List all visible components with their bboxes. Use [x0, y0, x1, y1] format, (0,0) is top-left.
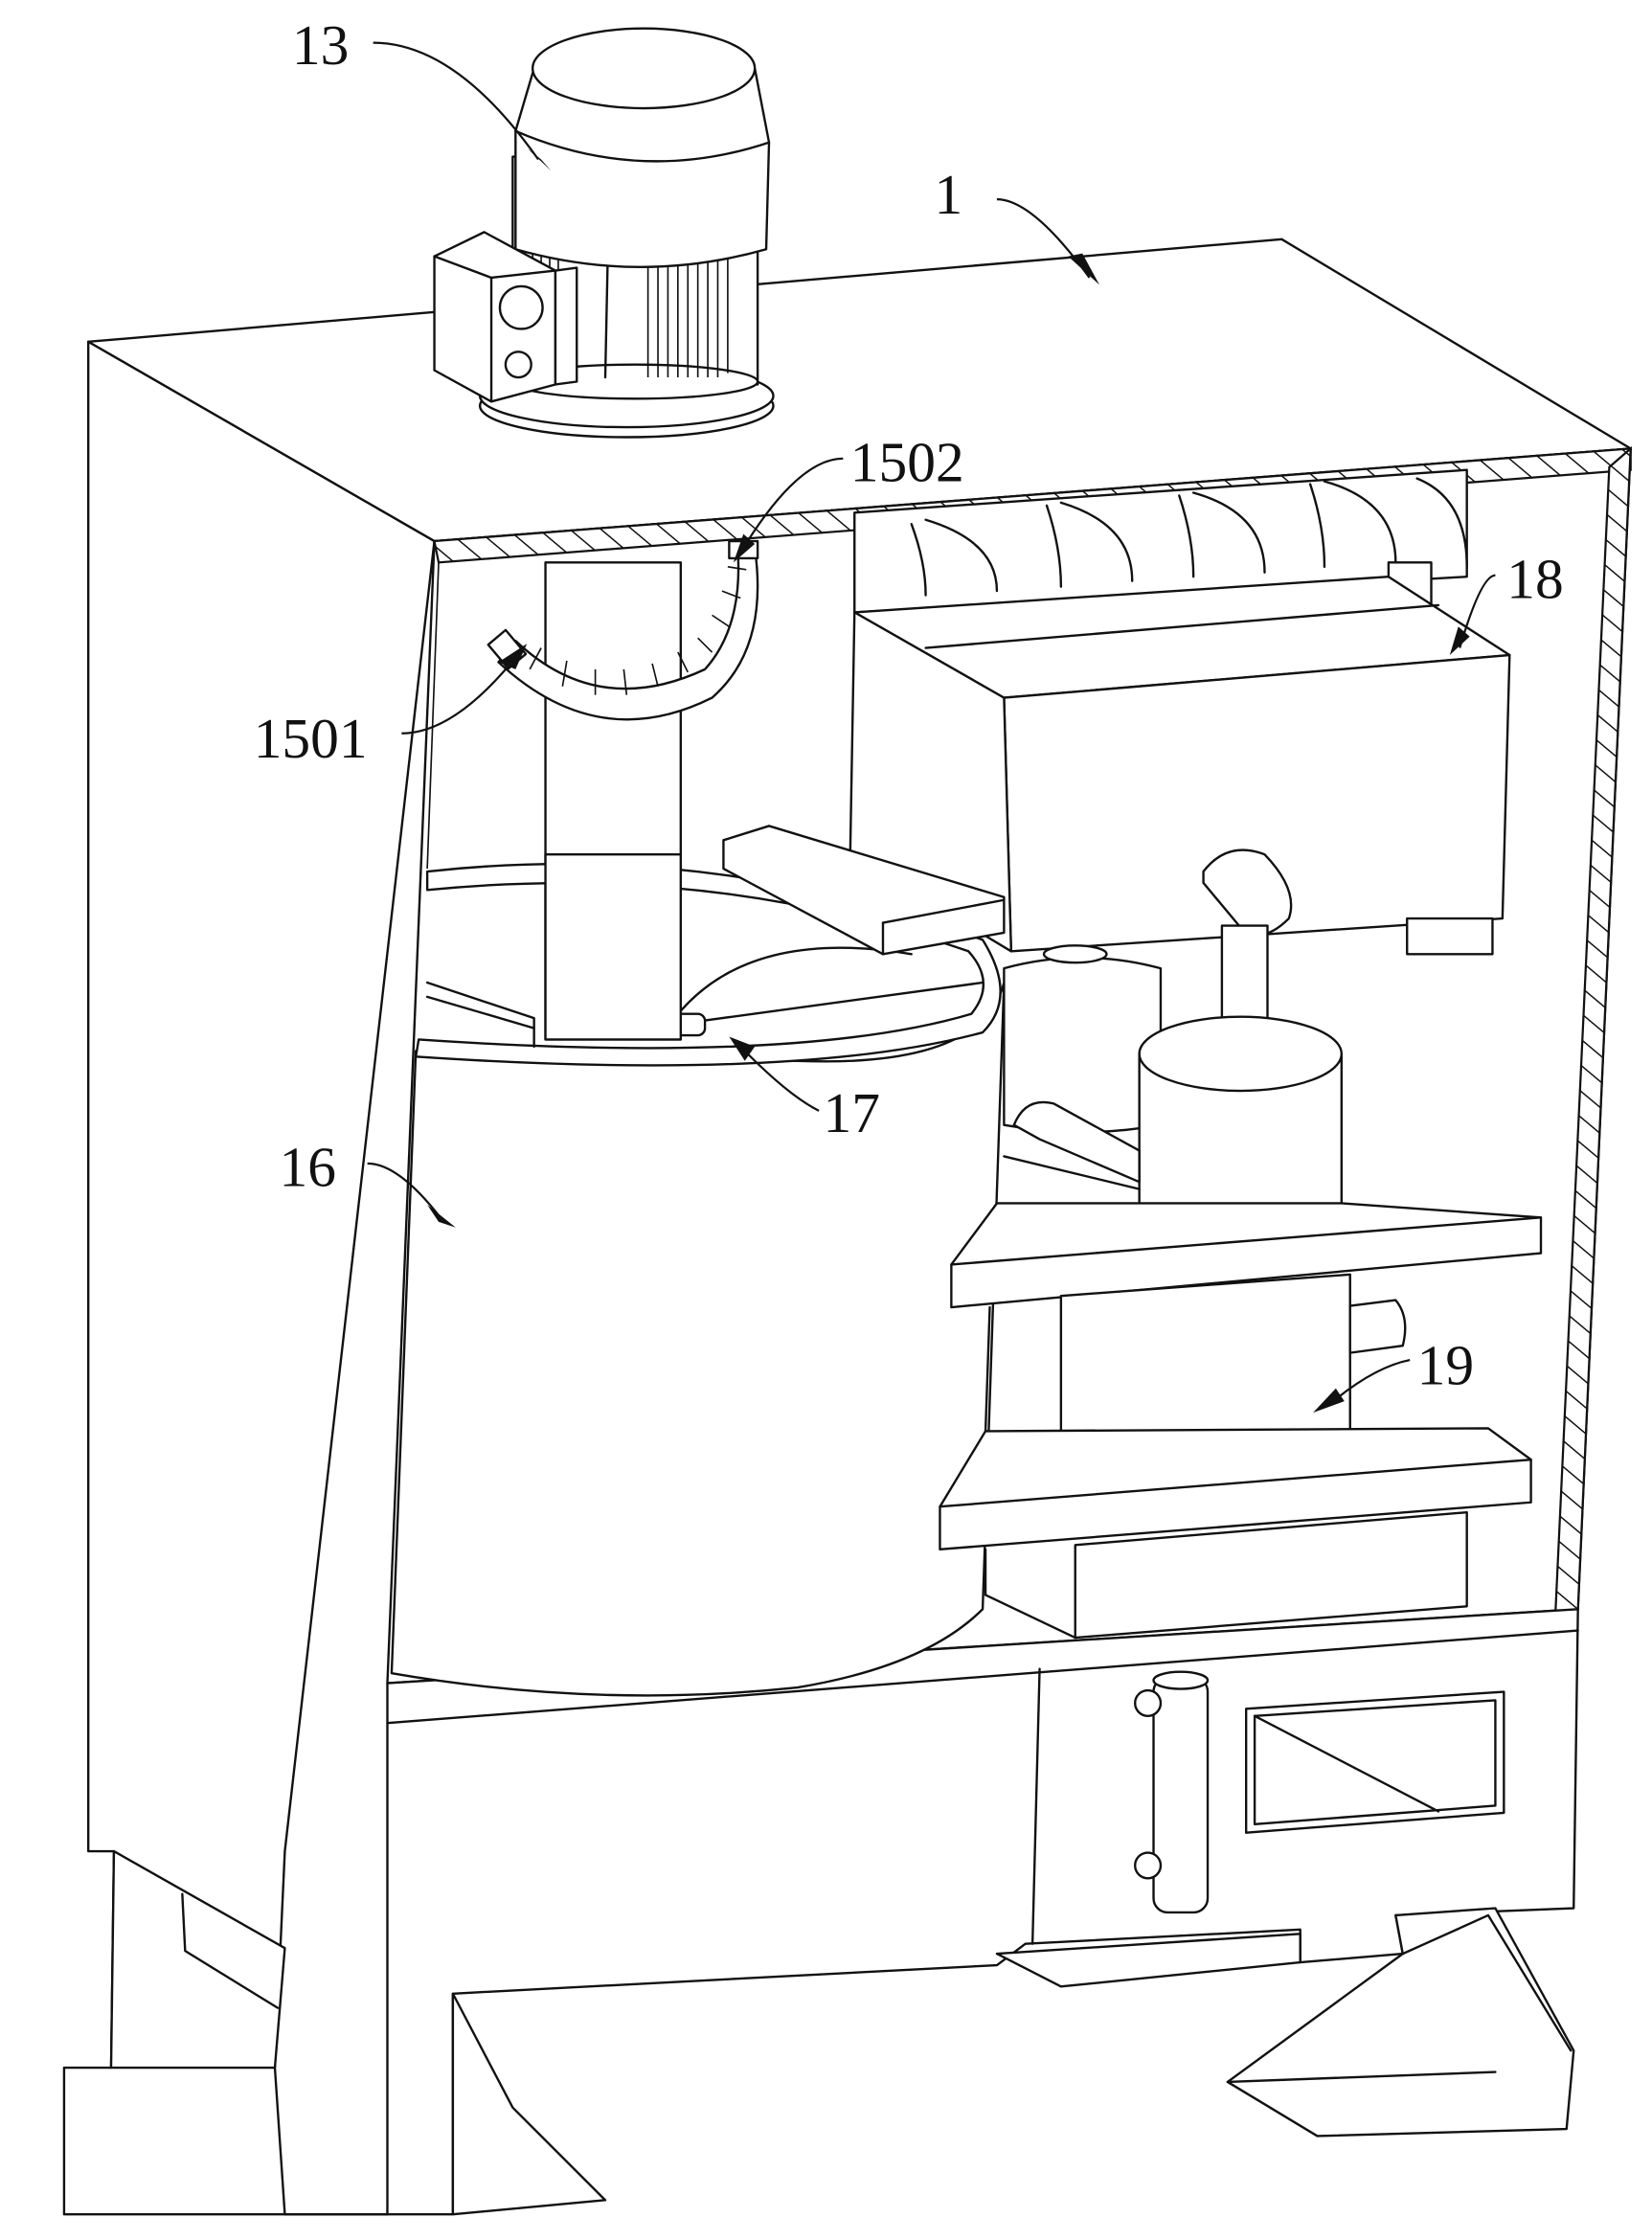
leader-13	[373, 41, 540, 161]
dust-collector	[722, 576, 1511, 1134]
label-16: 16	[279, 1136, 335, 1199]
front-left-foot	[451, 1992, 607, 2216]
back-foot	[995, 1933, 1301, 1988]
motor	[433, 27, 775, 439]
terminal-port-small	[504, 351, 532, 379]
arrow-18	[1449, 626, 1470, 656]
tank-body	[390, 981, 1006, 1697]
leader-1501	[401, 651, 521, 735]
label-1501: 1501	[254, 707, 368, 770]
leader-17	[746, 1052, 820, 1112]
label-17: 17	[824, 1081, 880, 1144]
shelf-plate	[722, 825, 1006, 956]
leader-lines	[367, 41, 1496, 1414]
pump-assembly	[1003, 848, 1344, 1226]
arrow-19	[1313, 1388, 1345, 1414]
leader-16	[367, 1162, 442, 1220]
door-handle[interactable]	[1152, 1676, 1210, 1914]
label-19: 19	[1417, 1333, 1474, 1396]
label-1502: 1502	[850, 431, 964, 494]
label-1: 1	[935, 163, 963, 226]
base-block	[1074, 1510, 1468, 1640]
reference-labels: 13 1 1502 1501 18 17 16 19	[254, 13, 1564, 1396]
filter-unit	[939, 1202, 1543, 1640]
label-18: 18	[1506, 548, 1563, 611]
terminal-port-large	[498, 284, 544, 330]
arrow-17	[729, 1036, 756, 1061]
arrow-1502	[733, 533, 756, 563]
arrow-1501	[498, 644, 528, 669]
leader-1502	[739, 457, 844, 554]
arrow-1	[1068, 253, 1100, 285]
label-13: 13	[292, 13, 349, 77]
observation-window	[1244, 1690, 1505, 1834]
